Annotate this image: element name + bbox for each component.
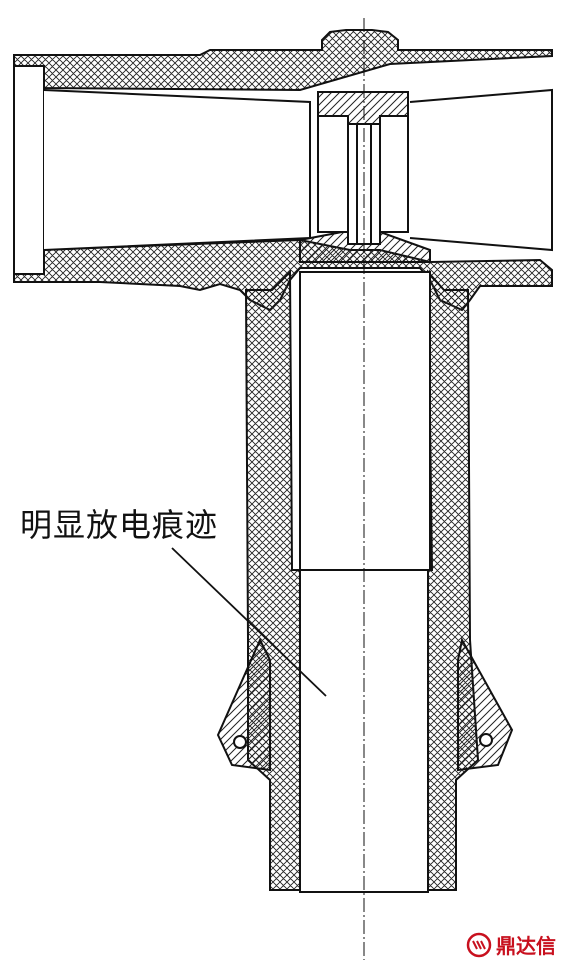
left-end-cap: [13, 65, 45, 275]
vertical-insulation-left: [244, 269, 301, 891]
horizontal-bore: [43, 89, 311, 251]
annotation-leader: [171, 547, 327, 697]
inner-cavity: [299, 271, 431, 571]
housing-upper-insulation: [13, 29, 553, 92]
discharge-trace-label: 明显放电痕迹: [20, 506, 219, 544]
watermark: 鼎达信: [466, 930, 556, 959]
bolt-hole-right: [479, 733, 493, 747]
flange-right: [457, 637, 514, 772]
vertical-insulation-right: [426, 269, 480, 891]
flange-left: [216, 637, 271, 772]
watermark-logo-icon: [466, 932, 492, 957]
watermark-text: 鼎达信: [496, 934, 556, 958]
bolt-hole-left: [233, 735, 247, 749]
